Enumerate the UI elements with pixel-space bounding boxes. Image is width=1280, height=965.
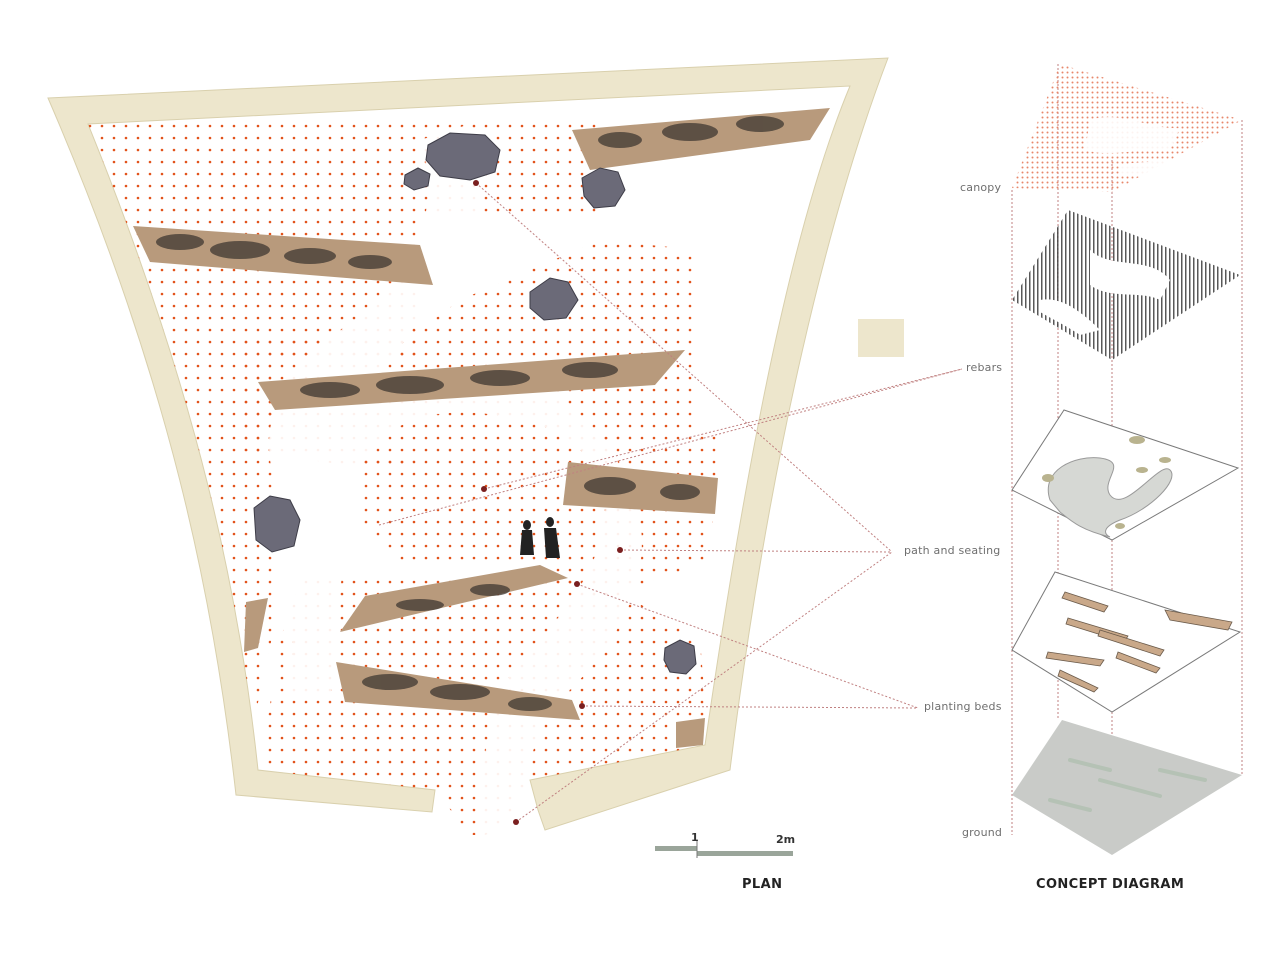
marker-dot bbox=[481, 486, 487, 492]
people-silhouettes bbox=[520, 517, 560, 558]
boulder bbox=[663, 639, 697, 675]
vegetation-texture bbox=[156, 116, 784, 711]
concept-diagram bbox=[1011, 64, 1243, 855]
layer-label-path-seating: path and seating bbox=[904, 544, 1001, 557]
planting-bed bbox=[676, 718, 705, 748]
concept-diagram-title: CONCEPT DIAGRAM bbox=[1036, 877, 1185, 892]
boulders bbox=[253, 132, 697, 675]
leader-markers bbox=[473, 180, 623, 825]
planting-bed bbox=[133, 226, 433, 285]
legend-swatch bbox=[858, 319, 904, 357]
marker-dot bbox=[617, 547, 623, 553]
planting-bed bbox=[244, 598, 268, 652]
scale-mark-1: 1 bbox=[691, 831, 699, 844]
marker-dot bbox=[579, 703, 585, 709]
boulder bbox=[425, 132, 501, 181]
planting-bed bbox=[340, 565, 568, 632]
white-path bbox=[269, 124, 642, 835]
marker-dot bbox=[513, 819, 519, 825]
marker-dot bbox=[473, 180, 479, 186]
layer-label-canopy: canopy bbox=[960, 181, 1002, 194]
plan-title: PLAN bbox=[742, 877, 783, 892]
plan-drawing bbox=[47, 57, 904, 835]
layer-label-ground: ground bbox=[962, 826, 1003, 839]
boulder bbox=[581, 167, 626, 209]
boulder bbox=[253, 495, 301, 553]
boulder bbox=[403, 167, 431, 191]
layer-label-rebars: rebars bbox=[966, 361, 1003, 374]
scale-mark-2: 2m bbox=[776, 833, 796, 846]
scale-bar bbox=[655, 840, 793, 858]
boulder bbox=[529, 277, 579, 321]
layer-label-planting-beds: planting beds bbox=[924, 700, 1002, 713]
path-meander bbox=[1047, 457, 1173, 538]
planting-bed bbox=[563, 462, 718, 514]
boundary-wall bbox=[47, 57, 889, 831]
marker-dot bbox=[574, 581, 580, 587]
leader-lines bbox=[378, 182, 963, 823]
